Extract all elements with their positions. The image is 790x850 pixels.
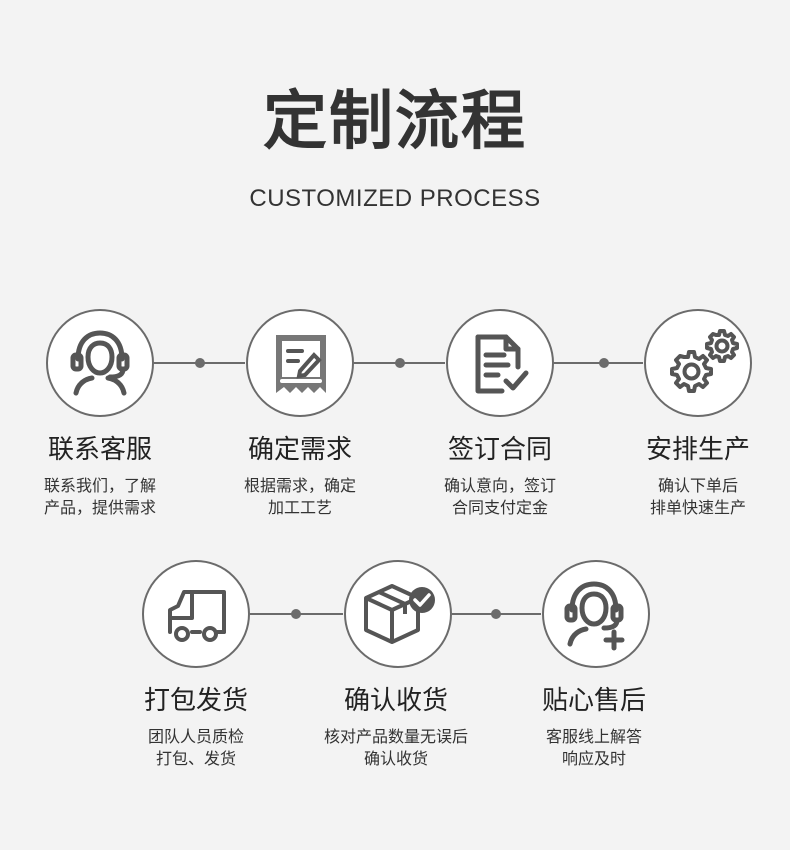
step-6-circle [344,560,452,668]
step-7-desc-line1: 客服线上解答 [545,727,642,746]
receipt-edit-icon [276,335,326,393]
document-check-icon [475,334,529,394]
step-1-circle [46,309,154,417]
step-3-circle [446,309,554,417]
connector-dot-1-2 [195,358,205,368]
step-1-desc-line1: 联系我们，了解 [43,476,156,495]
connector-dot-5-6 [291,609,301,619]
step-2-title: 确定需求 [247,435,352,465]
customer-service-headset-icon [70,330,130,396]
connector-dot-3-4 [599,358,609,368]
step-5-desc-line2: 打包、发货 [155,749,236,768]
step-7-circle [542,560,650,668]
step-1-desc-line2: 产品，提供需求 [43,498,156,517]
step-4-title: 安排生产 [645,435,750,465]
delivery-truck-icon [168,590,226,642]
page-title: 定制流程 [263,85,527,159]
step-7-desc-line2: 响应及时 [561,749,626,768]
page-subtitle: CUSTOMIZED PROCESS [249,185,541,212]
step-4-desc-line1: 确认下单后 [657,476,738,495]
step-7-title: 贴心售后 [541,686,646,716]
package-check-icon [364,584,435,644]
step-5-desc-line1: 团队人员质检 [147,727,244,746]
gears-icon [670,329,739,393]
step-2-desc-line2: 加工工艺 [267,498,332,517]
step-2-circle [246,309,354,417]
connector-dot-2-3 [395,358,405,368]
step-2-desc-line1: 根据需求，确定 [243,476,356,495]
step-5-title: 打包发货 [143,686,248,716]
step-6-desc-line1: 核对产品数量无误后 [323,727,468,746]
step-3-title: 签订合同 [447,435,552,465]
step-6-title: 确认收货 [343,686,448,716]
support-agent-plus-icon [564,581,625,651]
step-4-desc-line2: 排单快速生产 [649,498,746,517]
step-4-circle [644,309,752,417]
connector-dot-6-7 [491,609,501,619]
step-6-desc-line2: 确认收货 [363,749,428,768]
step-3-desc-line1: 确认意向，签订 [443,476,556,495]
step-3-desc-line2: 合同支付定金 [451,498,548,517]
step-5-circle [142,560,250,668]
step-1-title: 联系客服 [47,435,152,465]
